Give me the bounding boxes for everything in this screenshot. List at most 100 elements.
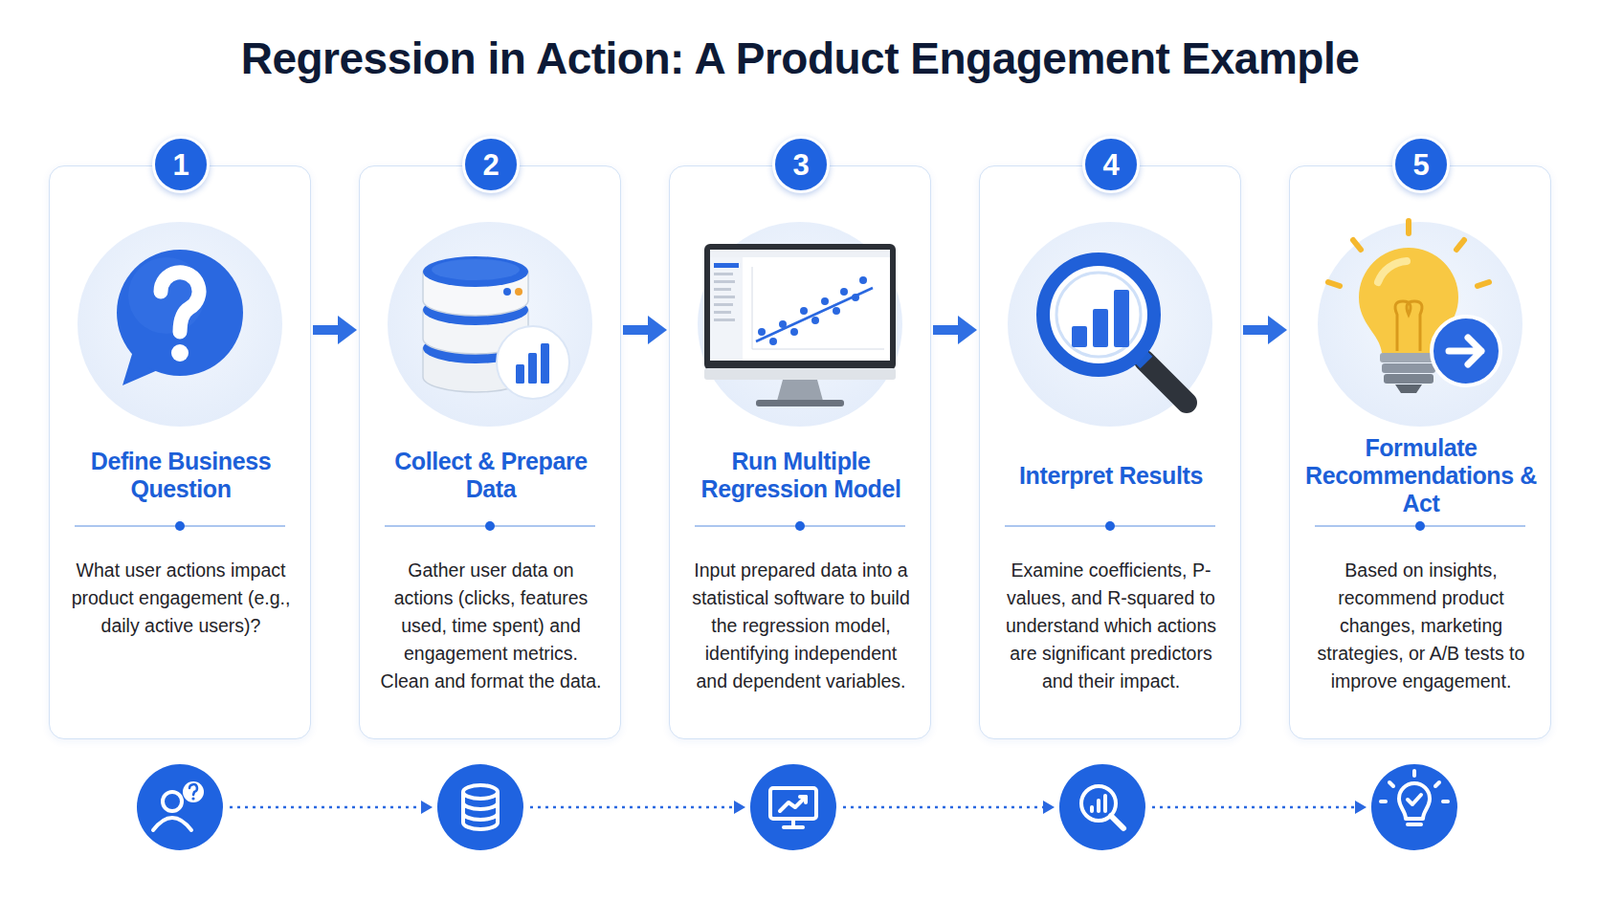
question-illustration	[77, 222, 283, 427]
database-illustration-part	[422, 333, 529, 364]
database-illustration-part	[503, 288, 512, 296]
monitor-illustration-part-part	[757, 328, 766, 336]
bulb-check-icon-part	[1399, 783, 1430, 820]
chart-monitor-icon	[750, 764, 837, 851]
diagram-title: Regression in Action: A Product Engageme…	[0, 32, 1600, 85]
step-number-badge: 4	[1082, 135, 1140, 194]
monitor-illustration	[697, 222, 903, 427]
chart-monitor-icon-part	[783, 825, 803, 830]
person-icon-part	[153, 818, 192, 831]
step-description: Input prepared data into a statistical s…	[688, 556, 913, 696]
heading-area: Define Business Question	[63, 432, 299, 519]
database-illustration-part	[422, 348, 529, 393]
bulb-check-icon-part	[1389, 782, 1394, 787]
bulb-check-icon-part	[1407, 795, 1422, 805]
lightbulb-illustration-part	[1358, 247, 1459, 354]
magnifier-illustration-part	[1007, 222, 1213, 427]
step-card: Run Multiple Regression ModelInput prepa…	[668, 165, 932, 740]
database-illustration-part	[431, 259, 520, 281]
person-icon-part	[136, 764, 223, 851]
step-number-badge: 1	[152, 135, 210, 194]
magnifier-illustration-part	[1092, 309, 1109, 348]
dotted-arrow-head-part	[421, 800, 433, 815]
divider-dot-part	[175, 521, 185, 532]
divider-dot-part	[485, 521, 495, 532]
step-number-badge: 2	[462, 135, 520, 194]
magnifier-icon	[1059, 764, 1146, 851]
database-icon-part	[463, 785, 498, 800]
monitor-illustration-part	[710, 249, 890, 361]
person-icon-part	[182, 781, 204, 803]
monitor-illustration-part	[713, 295, 735, 299]
arrow-head	[337, 315, 357, 345]
monitor-illustration-part-part	[821, 297, 829, 306]
card-divider-part	[1314, 525, 1526, 528]
chart-monitor-icon-part	[770, 788, 817, 820]
arrow-head	[647, 315, 667, 345]
lightbulb-illustration-part	[1448, 337, 1482, 365]
monitor-illustration-part	[752, 349, 885, 351]
lightbulb-illustration	[1317, 221, 1523, 427]
card-divider-part	[384, 525, 596, 528]
step-card: Define Business QuestionWhat user action…	[48, 165, 312, 740]
database-illustration-part	[422, 294, 529, 326]
bulb-check-icon-part	[1380, 800, 1386, 804]
step-number-badge: 5	[1392, 135, 1450, 194]
monitor-illustration-part-part	[800, 307, 808, 315]
flow-arrow	[1243, 315, 1288, 345]
flow-arrow	[622, 315, 667, 345]
bulb-check-icon-part	[1407, 822, 1422, 827]
monitor-illustration-part	[697, 222, 903, 427]
monitor-illustration-part	[710, 249, 890, 258]
monitor-illustration-part	[713, 303, 734, 307]
divider-dot-part	[1415, 521, 1425, 532]
step-description: Based on insights, recommend product cha…	[1309, 556, 1534, 696]
lightbulb-illustration-part-part	[1353, 240, 1361, 250]
step-card: Collect & Prepare DataGather user data o…	[358, 165, 622, 740]
bulb-check-icon-part	[1412, 771, 1417, 777]
heading-area: Run Multiple Regression Model	[683, 432, 919, 519]
magnifier-illustration-part	[1043, 259, 1155, 371]
monitor-illustration-part	[713, 311, 732, 314]
monitor-illustration-part-part	[832, 307, 841, 315]
database-illustration-part	[514, 288, 523, 296]
dotted-arrow-part	[843, 806, 1044, 810]
dotted-arrow-part	[229, 806, 422, 810]
monitor-illustration-part-part	[790, 328, 799, 336]
chart-monitor-icon-part	[779, 797, 806, 812]
step-number: 3	[792, 150, 809, 180]
bulb-check-icon-part	[1435, 782, 1440, 787]
magnifier-illustration-part	[1071, 326, 1088, 348]
lightbulb-illustration-part	[1395, 301, 1423, 352]
heading-area: Interpret Results	[993, 432, 1229, 519]
monitor-illustration-part	[713, 288, 732, 291]
lightbulb-illustration-part-part	[1477, 282, 1489, 287]
monitor-illustration-part	[755, 288, 873, 342]
monitor-illustration-part	[713, 318, 735, 322]
database-icon-part	[463, 792, 498, 830]
magnifier-illustration-part	[1056, 272, 1141, 357]
card-divider-part	[694, 525, 906, 528]
person-icon-part	[189, 784, 198, 796]
question-illustration-part	[77, 222, 283, 427]
heading-area: Formulate Recommendations & Act	[1303, 432, 1539, 519]
database-illustration-part	[528, 353, 537, 384]
question-illustration-part	[160, 272, 200, 333]
database-illustration-part	[422, 256, 529, 288]
monitor-illustration-part-part	[811, 316, 820, 325]
person-icon-part	[191, 797, 195, 800]
monitor-illustration-part-part	[851, 293, 860, 302]
database-icon-part	[437, 764, 524, 851]
monitor-illustration-part	[757, 276, 867, 346]
monitor-illustration-part	[713, 263, 739, 268]
flow-arrow	[312, 315, 357, 345]
monitor-illustration-part	[704, 244, 896, 371]
monitor-illustration-part	[713, 272, 734, 276]
magnifier-icon-part	[1111, 816, 1124, 829]
database-icon-part	[463, 813, 498, 821]
bulb-check-icon-part	[1443, 800, 1448, 804]
magnifier-illustration-part	[1133, 349, 1147, 363]
flow-arrow	[933, 315, 978, 345]
lightbulb-illustration-part	[1431, 316, 1501, 386]
